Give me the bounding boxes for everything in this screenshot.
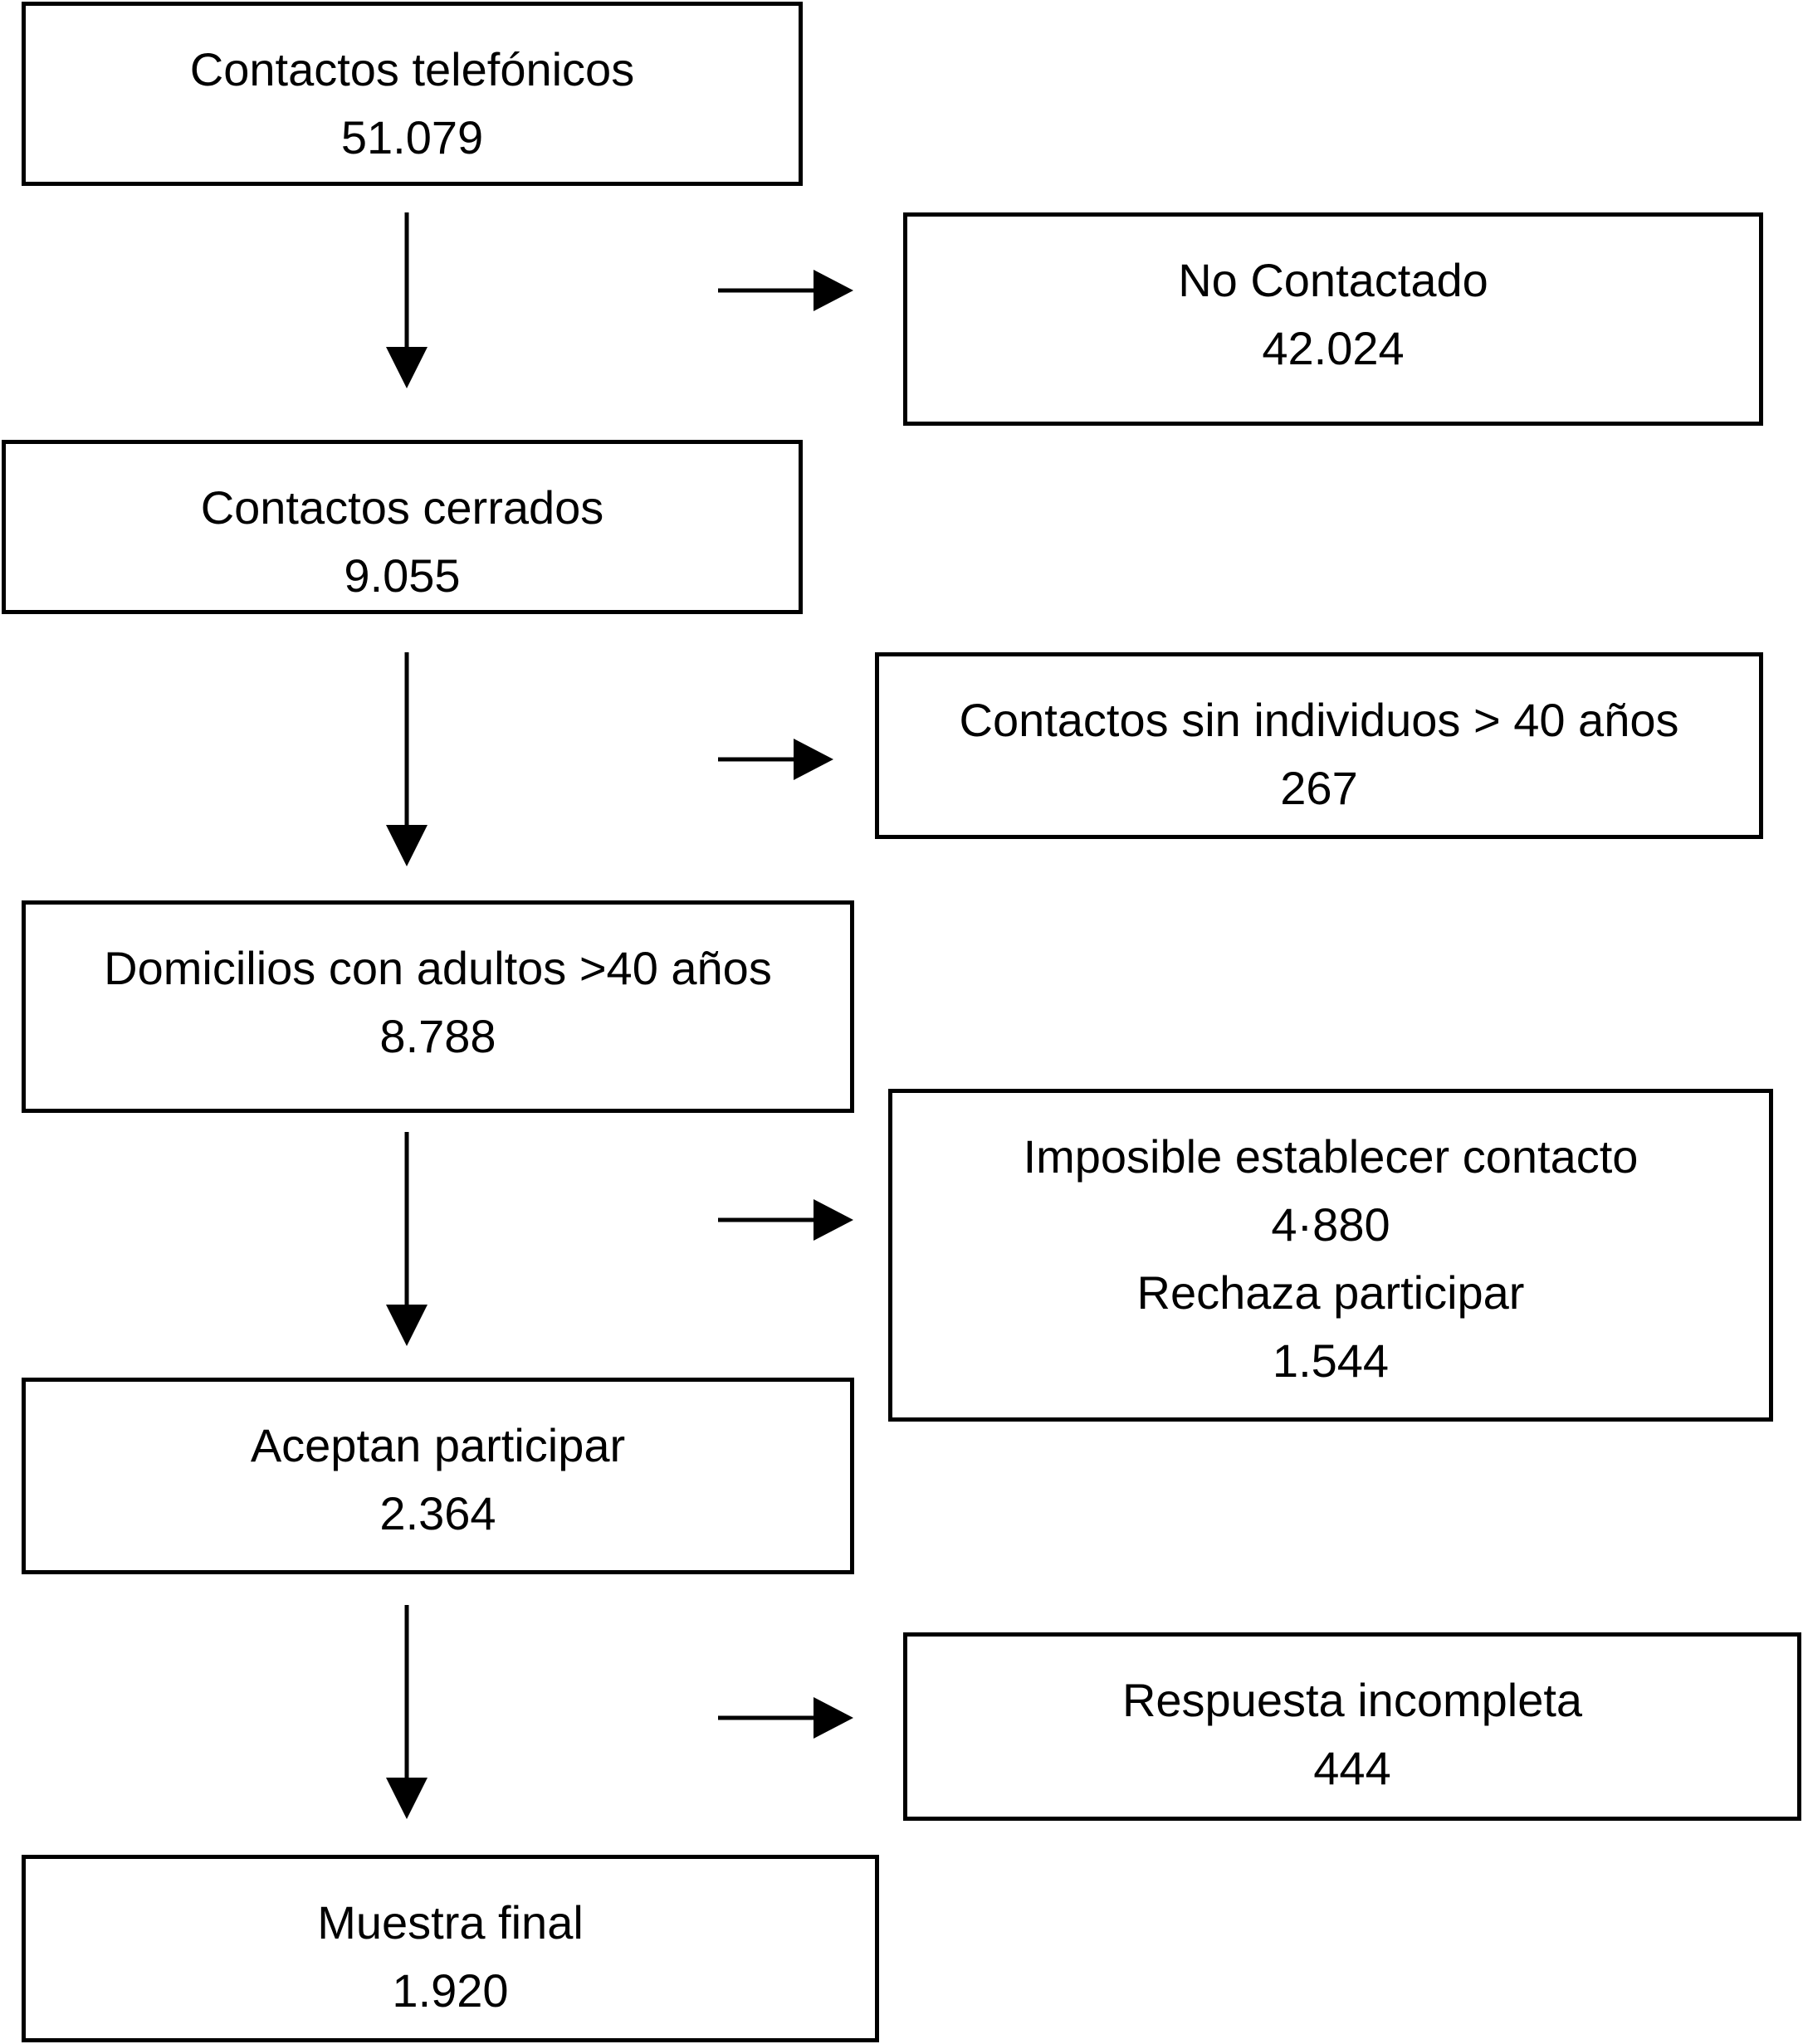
box-label: Domicilios con adultos >40 años <box>104 942 772 994</box>
box-label: Muestra final <box>317 1896 584 1949</box>
box-value: 1.920 <box>392 1964 509 2017</box>
box-aceptan-participar: Aceptan participar 2.364 <box>22 1378 854 1574</box>
right-arrow-3 <box>718 1199 853 1241</box>
box-label: Aceptan participar <box>250 1419 626 1471</box>
box-value: 51.079 <box>340 111 484 163</box>
right-arrow-1 <box>718 270 853 311</box>
box-label: Respuesta incompleta <box>1121 1674 1583 1726</box>
box-value: 267 <box>1280 762 1358 814</box>
right-arrow-2 <box>718 739 833 780</box>
box-value: 8.788 <box>379 1010 496 1062</box>
box-contactos-cerrados: Contactos cerrados 9.055 <box>2 440 803 614</box>
box-value: 9.055 <box>344 549 461 602</box>
box-value-secondary: 1.544 <box>1272 1334 1390 1387</box>
box-label: Imposible establecer contacto <box>1023 1130 1639 1183</box>
box-label-secondary: Rechaza participar <box>1136 1266 1525 1319</box>
box-value: 4·880 <box>1271 1198 1390 1251</box>
box-value: 42.024 <box>1262 322 1405 374</box>
box-respuesta-incompleta: Respuesta incompleta 444 <box>903 1632 1801 1821</box>
right-arrow-4 <box>718 1697 853 1739</box>
down-arrow-3 <box>386 1132 428 1346</box>
box-label: Contactos telefónicos <box>189 43 635 95</box>
box-contactos-telefonicos: Contactos telefónicos 51.079 <box>22 2 803 186</box>
box-label: Contactos cerrados <box>200 481 604 534</box>
box-muestra-final: Muestra final 1.920 <box>22 1855 879 2042</box>
down-arrow-2 <box>386 652 428 866</box>
down-arrow-4 <box>386 1605 428 1819</box>
box-value: 2.364 <box>379 1487 496 1539</box>
box-imposible-rechaza: Imposible establecer contacto 4·880 Rech… <box>888 1089 1773 1422</box>
box-sin-individuos: Contactos sin individuos > 40 años 267 <box>875 652 1763 839</box>
box-no-contactado: No Contactado 42.024 <box>903 212 1763 426</box>
box-label: Contactos sin individuos > 40 años <box>959 694 1679 746</box>
box-value: 444 <box>1313 1742 1391 1794</box>
box-label: No Contactado <box>1178 254 1488 306</box>
down-arrow-1 <box>386 212 428 388</box>
box-domicilios-adultos: Domicilios con adultos >40 años 8.788 <box>22 900 854 1113</box>
